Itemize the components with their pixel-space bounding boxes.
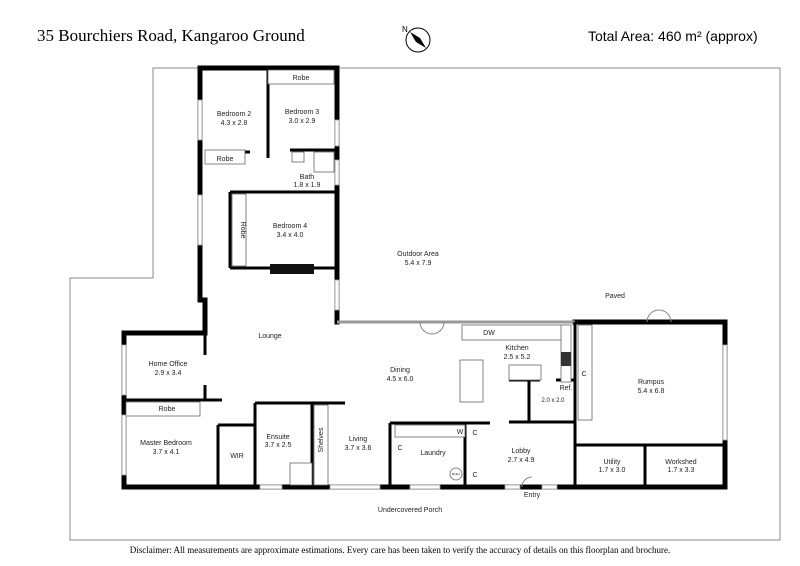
master-size: 3.7 x 4.1 bbox=[153, 449, 180, 456]
main-house-walls bbox=[121, 297, 728, 490]
boiler-label: Boiler bbox=[452, 472, 460, 476]
boiler-icon bbox=[449, 467, 463, 481]
outdoor-name: Outdoor Area bbox=[397, 251, 439, 258]
utility-size: 1.7 x 3.0 bbox=[599, 467, 626, 474]
utility-name: Utility bbox=[603, 459, 621, 466]
dishwasher-label: DW bbox=[483, 330, 495, 337]
workshed-size: 1.7 x 3.3 bbox=[668, 467, 695, 474]
robe-label: Robe bbox=[217, 156, 234, 163]
home-office-size: 2.9 x 3.4 bbox=[155, 370, 182, 377]
paved-label: Paved bbox=[605, 293, 625, 300]
outdoor-size: 5.4 x 7.9 bbox=[405, 260, 432, 267]
entry-label: Entry bbox=[524, 492, 541, 499]
kitchen-name: Kitchen bbox=[505, 345, 528, 352]
rumpus-name: Rumpus bbox=[638, 379, 665, 386]
site-boundary bbox=[69, 67, 781, 541]
cupboard-label: C bbox=[472, 472, 477, 479]
pantry-size: 2.0 x 2.0 bbox=[541, 398, 565, 404]
lobby-name: Lobby bbox=[511, 448, 531, 455]
ensuite-name: Ensuite bbox=[266, 434, 289, 441]
property-address: 35 Bourchiers Road, Kangaroo Ground bbox=[37, 26, 305, 45]
compass-icon: N bbox=[402, 25, 431, 53]
porch-label: Undercovered Porch bbox=[378, 507, 442, 514]
dining-name: Dining bbox=[390, 367, 410, 374]
lounge-label: Lounge bbox=[258, 333, 281, 340]
robe-label: Robe bbox=[293, 75, 310, 82]
cupboard-label: C bbox=[581, 371, 586, 378]
workshed-name: Workshed bbox=[665, 459, 696, 466]
home-office-name: Home Office bbox=[149, 361, 188, 368]
robe-label: Robe bbox=[239, 222, 246, 239]
bedroom3-name: Bedroom 3 bbox=[285, 109, 319, 116]
living-name: Living bbox=[349, 436, 367, 443]
ensuite-size: 3.7 x 2.5 bbox=[265, 442, 292, 449]
kitchen-size: 2.5 x 5.2 bbox=[504, 354, 531, 361]
dining-size: 4.5 x 6.0 bbox=[387, 376, 414, 383]
total-area: Total Area: 460 m² (approx) bbox=[588, 28, 758, 44]
lobby-size: 2.7 x 4.9 bbox=[508, 457, 535, 464]
bedroom2-name: Bedroom 2 bbox=[217, 111, 251, 118]
bedroom3-size: 3.0 x 2.9 bbox=[289, 118, 316, 125]
bedroom4-size: 3.4 x 4.0 bbox=[277, 232, 304, 239]
bedroom2-size: 4.3 x 2.8 bbox=[221, 120, 248, 127]
fridge-label: Ref. bbox=[560, 385, 573, 392]
compass-north-label: N bbox=[402, 25, 408, 34]
laundry-label: Laundry bbox=[420, 450, 446, 457]
cupboard-label: C bbox=[397, 445, 402, 452]
shelves-label: Shelves bbox=[318, 427, 325, 452]
robe-label: Robe bbox=[159, 406, 176, 413]
living-size: 3.7 x 3.6 bbox=[345, 445, 372, 452]
cupboard-label: C bbox=[472, 430, 477, 437]
wir-label: WIR bbox=[230, 453, 244, 460]
bath-name: Bath bbox=[300, 174, 315, 181]
rumpus-size: 5.4 x 6.8 bbox=[638, 388, 665, 395]
bedroom4-name: Bedroom 4 bbox=[273, 223, 307, 230]
master-name: Master Bedroom bbox=[140, 440, 192, 447]
washer-label: W bbox=[457, 429, 464, 436]
disclaimer: Disclaimer: All measurements are approxi… bbox=[129, 545, 671, 555]
bedroom-wing-walls bbox=[197, 65, 340, 325]
bath-size: 1.8 x 1.9 bbox=[294, 182, 321, 189]
